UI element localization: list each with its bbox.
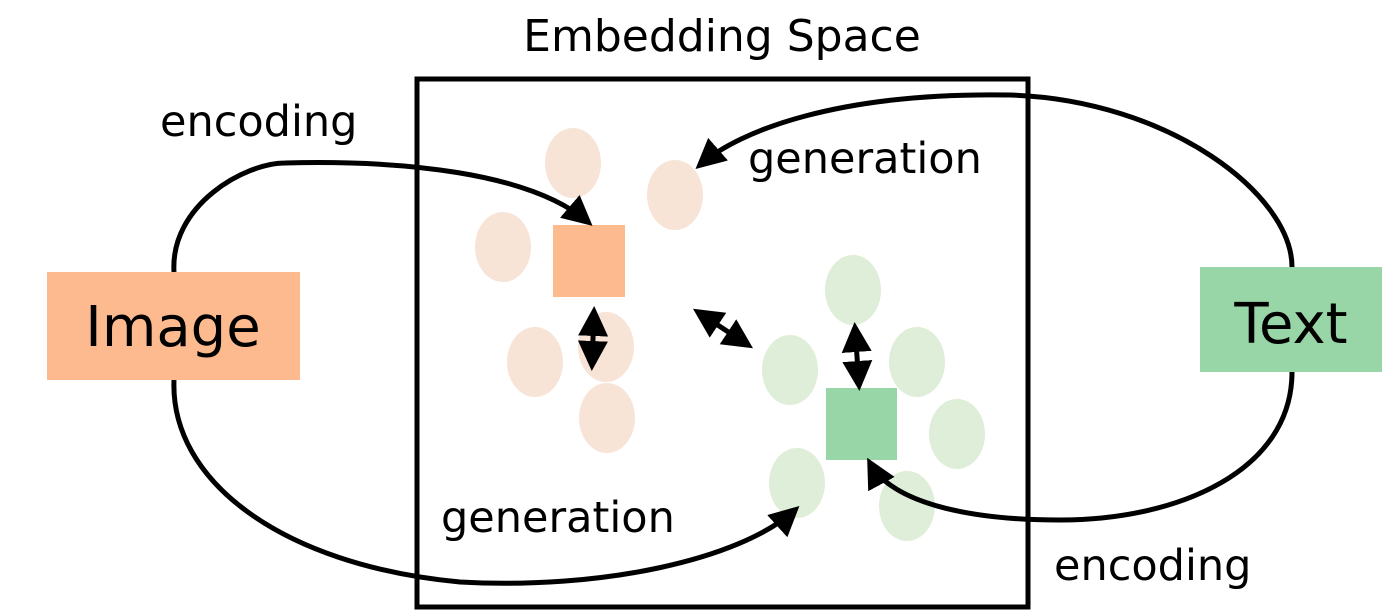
text-node-label: Text [1233,292,1347,357]
image-encoding-label: encoding [160,97,357,147]
text-embedding-point [929,399,985,469]
image-embedding-point [647,160,703,230]
text-embedding-point [889,327,945,397]
image-generation-label: generation [441,493,675,543]
image-node-box [47,272,300,380]
image-intra-arrow [577,306,609,371]
image-embedding-point [507,327,563,397]
embedding-space-box [414,76,1031,610]
text-anchor-embedding [826,388,897,460]
similarity-arrows [577,306,873,391]
text-embedding-point [825,255,881,325]
image-embedding-point [545,128,601,198]
text-embedding-point [762,335,818,405]
text-cluster [762,255,985,541]
embedding-space-title: Embedding Space [523,11,921,62]
image-node-label: Image [85,295,260,360]
text-node-box [1200,267,1382,372]
text-embedding-point [769,448,825,518]
text-encoding-arrow [867,371,1295,523]
image-anchor-embedding [553,225,625,297]
text-generation-arrow [695,92,1295,268]
image-embedding-point [579,383,635,453]
image-cluster [475,128,703,453]
image-encoding-arrow [171,160,593,273]
text-encoding-label: encoding [1054,541,1251,591]
image-generation-arrow [171,379,800,586]
image-embedding-point [578,312,634,382]
image-node: Image [47,272,300,380]
text-node: Text [1200,267,1382,372]
image-embedding-point [475,212,531,282]
text-generation-label: generation [748,134,982,184]
cross-modal-arrow [692,308,754,349]
text-intra-arrow [841,322,873,391]
